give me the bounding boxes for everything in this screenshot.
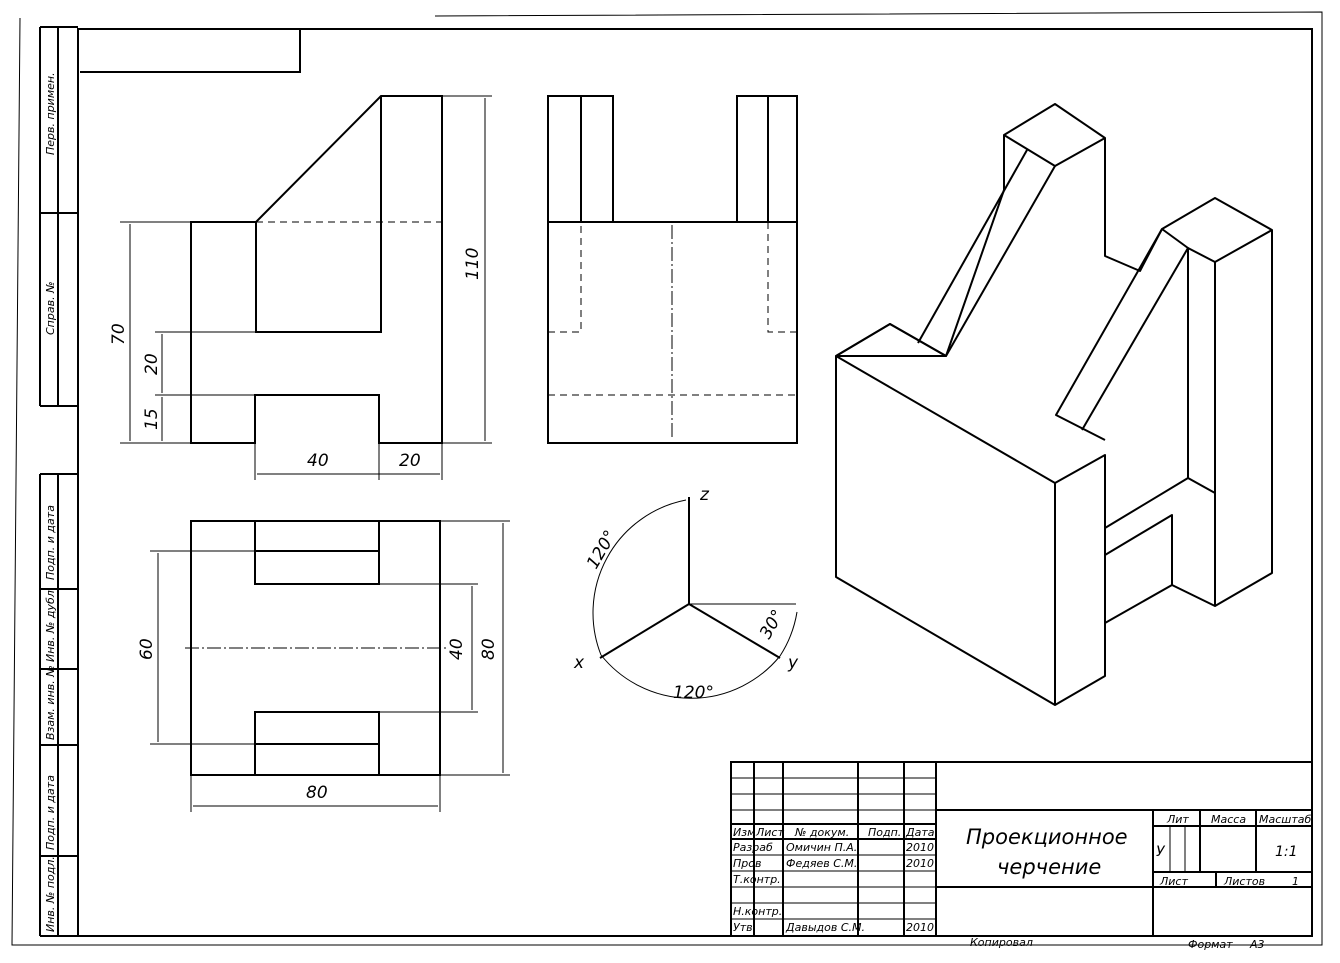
stamp-podp-data-1: Подп. и дата bbox=[44, 505, 57, 580]
role-utv: Утв bbox=[733, 921, 753, 934]
stamp-inv-podl: Инв. № подл. bbox=[44, 856, 57, 932]
hdr-izm: Изм bbox=[733, 826, 755, 839]
role-prov: Пров bbox=[733, 857, 761, 870]
dim-20-vertical: 20 bbox=[142, 353, 162, 375]
top-view: 60 40 80 80 bbox=[137, 520, 510, 812]
format-value: А3 bbox=[1249, 938, 1265, 951]
left-side-stamps: Перв. примен. Справ. № Подп. и дата Инв.… bbox=[39, 26, 78, 937]
role-nkontr: Н.контр. bbox=[733, 905, 782, 918]
angle-30: 30° bbox=[756, 606, 788, 642]
name-prov: Федяев С.М. bbox=[786, 857, 857, 870]
role-razrab: Разраб bbox=[733, 841, 773, 854]
axis-y-label: y bbox=[787, 653, 799, 673]
masshtab-label: Масштаб bbox=[1259, 813, 1311, 826]
outer-frame bbox=[11, 11, 1323, 946]
axis-z-label: z bbox=[699, 485, 710, 505]
stamp-vzam-inv: Взам. инв. № bbox=[44, 665, 57, 740]
dim-70: 70 bbox=[109, 323, 129, 345]
dim-80-vertical: 80 bbox=[479, 638, 499, 660]
title-line-2: черчение bbox=[997, 855, 1101, 879]
lit-value: У bbox=[1156, 844, 1166, 860]
inner-frame bbox=[77, 28, 1313, 937]
name-utv: Давыдов С.М. bbox=[785, 921, 865, 934]
title-line-1: Проекционное bbox=[966, 825, 1128, 849]
hdr-list: Лист bbox=[755, 826, 784, 839]
lit-label: Лит bbox=[1166, 813, 1189, 826]
stamp-sprav-no: Справ. № bbox=[44, 281, 57, 335]
dim-40-horizontal: 40 bbox=[307, 451, 329, 471]
masshtab-value: 1:1 bbox=[1275, 844, 1298, 860]
date-utv: 2010 bbox=[906, 921, 934, 934]
hdr-podp: Подп. bbox=[868, 826, 901, 839]
isometric-axes: z x y 120° 120° 30° bbox=[573, 485, 799, 703]
isometric-view bbox=[835, 103, 1273, 706]
title-block: Изм Лист № докум. Подп. Дата Разраб Омич… bbox=[730, 761, 1313, 951]
top-left-code-box bbox=[80, 29, 301, 73]
hdr-doc: № докум. bbox=[794, 826, 849, 839]
dim-40-top: 40 bbox=[447, 638, 467, 660]
side-view bbox=[547, 95, 798, 444]
listov-value: 1 bbox=[1292, 875, 1299, 888]
role-tkontr: Т.контр. bbox=[733, 873, 781, 886]
stamp-perv-primen: Перв. примен. bbox=[44, 72, 57, 155]
front-view: 70 20 15 110 40 20 bbox=[109, 95, 492, 480]
dim-20-horizontal: 20 bbox=[399, 451, 421, 471]
stamp-inv-dubl: Инв. № дубл. bbox=[44, 587, 57, 662]
massa-label: Масса bbox=[1211, 813, 1246, 826]
format-label: Формат bbox=[1188, 938, 1233, 951]
listov-label: Листов bbox=[1223, 875, 1265, 888]
dim-80-horizontal: 80 bbox=[306, 783, 328, 803]
hdr-data: Дата bbox=[905, 826, 935, 839]
list-label: Лист bbox=[1159, 875, 1188, 888]
stamp-podp-data-2: Подп. и дата bbox=[44, 775, 57, 850]
angle-120-top: 120° bbox=[583, 527, 621, 572]
copied-label: Копировал bbox=[970, 936, 1033, 949]
dim-60: 60 bbox=[137, 638, 157, 660]
date-prov: 2010 bbox=[906, 857, 934, 870]
date-razrab: 2010 bbox=[906, 841, 934, 854]
dim-110: 110 bbox=[463, 248, 483, 280]
name-razrab: Омичин П.А. bbox=[786, 841, 857, 854]
dim-15: 15 bbox=[142, 408, 162, 430]
axis-x-label: x bbox=[573, 653, 585, 673]
angle-120-bottom: 120° bbox=[673, 683, 714, 703]
